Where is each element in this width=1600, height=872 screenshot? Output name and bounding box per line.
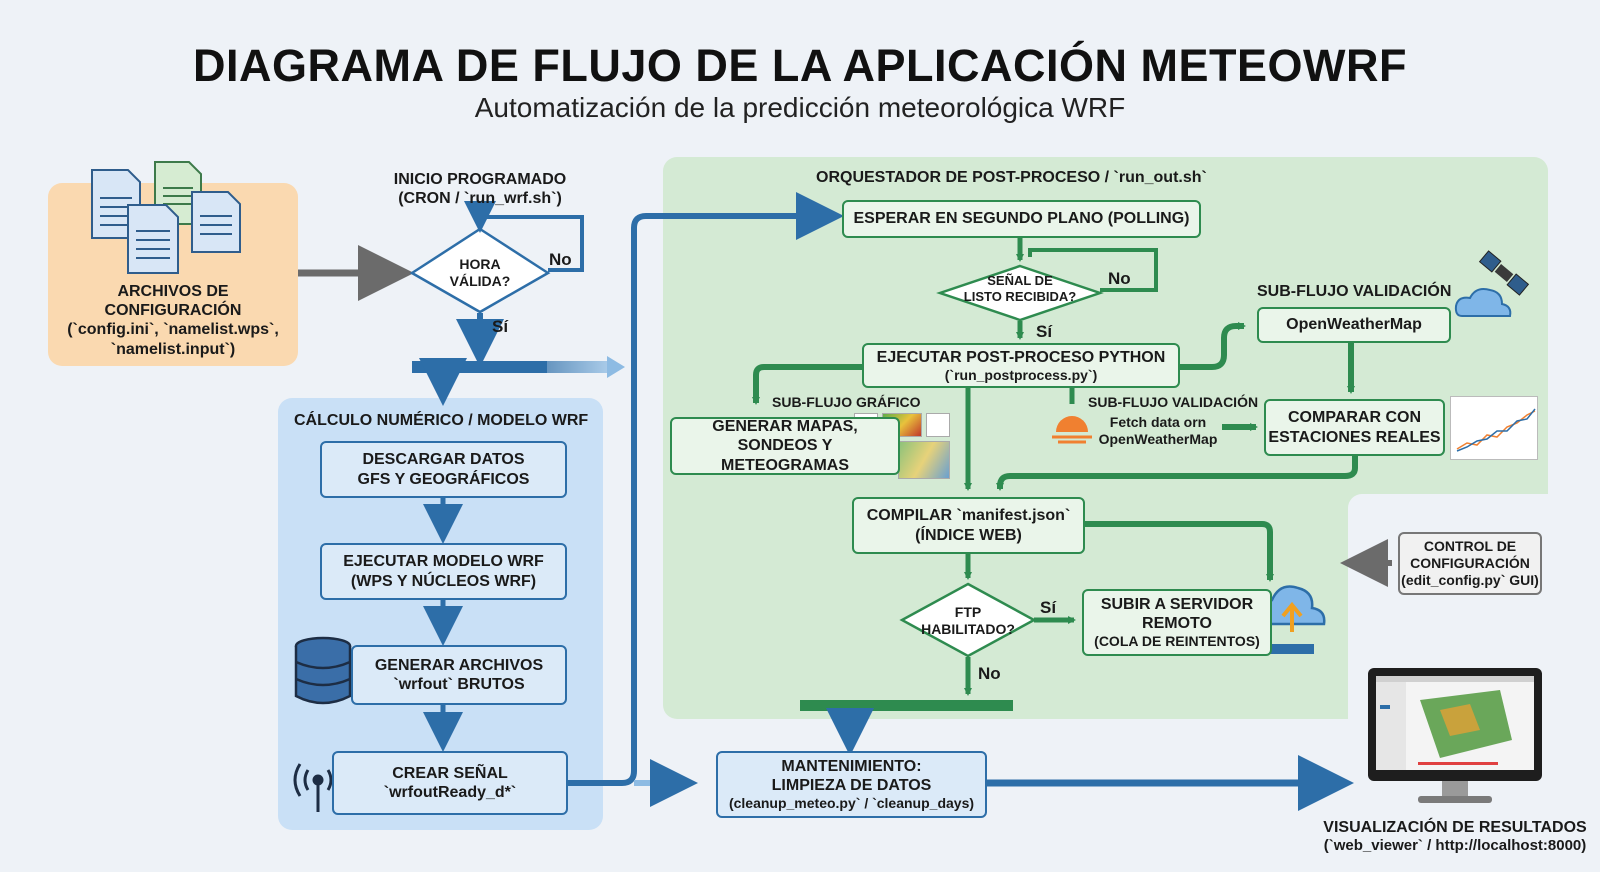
wrf-step-download-line2: GFS Y GEOGRÁFICOS xyxy=(357,470,530,488)
wrf-step-generate-line1: GENERAR ARCHIVOS xyxy=(374,656,544,674)
wrf-step-signal: CREAR SEÑAL `wrfoutReady_d*` xyxy=(332,751,568,815)
manifest-box: COMPILAR `manifest.json` (ÍNDICE WEB) xyxy=(852,497,1085,554)
antenna-icon xyxy=(293,763,343,812)
compare-box: COMPARAR CON ESTACIONES REALES xyxy=(1264,399,1445,456)
run-python-line2: (`run_postprocess.py`) xyxy=(944,366,1098,383)
post-section-title: ORQUESTADOR DE POST-PROCESO / `run_out.s… xyxy=(816,169,1207,186)
control-box: CONTROL DE CONFIGURACIÓN (edit_config.py… xyxy=(1398,532,1542,595)
compare-line2: ESTACIONES REALES xyxy=(1268,428,1441,446)
hora-valida-text: HORA VÁLIDA? xyxy=(430,256,530,290)
cloud-upload-icon xyxy=(1254,585,1326,654)
manifest-line2: (ÍNDICE WEB) xyxy=(915,526,1022,544)
maintenance-line1: MANTENIMIENTO: xyxy=(781,757,922,775)
monitor-icon xyxy=(1368,668,1542,803)
wrf-step-signal-line1: CREAR SEÑAL xyxy=(392,764,508,782)
comparison-chart-plot xyxy=(1456,408,1536,452)
cloud-icon xyxy=(1454,288,1512,317)
wrf-step-download-line1: DESCARGAR DATOS xyxy=(362,451,525,469)
maps-line1: GENERAR MAPAS, xyxy=(712,418,858,436)
satellite-icon xyxy=(1478,250,1530,296)
start-label: INICIO PROGRAMADO (CRON / `run_wrf.sh`) xyxy=(380,170,580,208)
wrf-step-generate-line2: `wrfout` BRUTOS xyxy=(393,676,525,693)
config-label-line3: (`config.ini`, `namelist.wps`, xyxy=(67,321,279,339)
hora-valida-line1: HORA xyxy=(459,256,501,272)
wrf-step-download: DESCARGAR DATOS GFS Y GEOGRÁFICOS xyxy=(320,441,567,498)
maintenance-line2: LIMPIEZA DE DATOS xyxy=(771,777,932,795)
wrf-section-title: CÁLCULO NUMÉRICO / MODELO WRF xyxy=(294,412,589,429)
signal-yes-label: Sí xyxy=(1036,322,1053,341)
ftp-diamond xyxy=(899,582,1037,658)
openweather-box: OpenWeatherMap xyxy=(1257,307,1451,343)
start-label-line1: INICIO PROGRAMADO xyxy=(393,171,567,188)
terrain-thumbnail xyxy=(898,441,950,479)
chart-thumbnail xyxy=(926,413,950,437)
config-label-line1: ARCHIVOS DE xyxy=(117,283,229,300)
hora-no-label: No xyxy=(549,250,572,269)
results-label: VISUALIZACIÓN DE RESULTADOS (`web_viewer… xyxy=(1310,818,1600,855)
wrf-step-run-line1: EJECUTAR MODELO WRF xyxy=(343,553,544,571)
ftp-no-label: No xyxy=(978,664,1001,683)
comparison-chart-thumbnail xyxy=(1450,396,1538,460)
control-line3: (edit_config.py` GUI) xyxy=(1401,571,1539,588)
signal-line2: LISTO RECIBIDA? xyxy=(963,288,1077,304)
signal-no-label: No xyxy=(1108,269,1131,288)
maintenance-box: MANTENIMIENTO: LIMPIEZA DE DATOS (cleanu… xyxy=(716,751,987,818)
maintenance-line3: (cleanup_meteo.py` / `cleanup_days) xyxy=(728,795,975,812)
database-icon xyxy=(294,636,352,705)
run-python-line1: EJECUTAR POST-PROCESO PYTHON xyxy=(876,348,1166,366)
control-line2: CONFIGURACIÓN xyxy=(1410,555,1530,572)
run-python-box: EJECUTAR POST-PROCESO PYTHON (`run_postp… xyxy=(862,343,1180,388)
page-title: DIAGRAMA DE FLUJO DE LA APLICACIÓN METEO… xyxy=(193,40,1407,91)
fetch-label: Fetch data orn OpenWeatherMap xyxy=(1088,414,1228,448)
upload-line1: SUBIR A SERVIDOR xyxy=(1100,595,1254,613)
upload-line2: REMOTO xyxy=(1142,615,1212,633)
ftp-yes-label: Sí xyxy=(1040,598,1057,617)
wrf-step-run: EJECUTAR MODELO WRF (WPS Y NÚCLEOS WRF) xyxy=(320,543,567,600)
upload-box: SUBIR A SERVIDOR REMOTO (COLA DE REINTEN… xyxy=(1082,589,1272,656)
compare-line1: COMPARAR CON xyxy=(1287,409,1422,427)
polling-box: ESPERAR EN SEGUNDO PLANO (POLLING) xyxy=(842,200,1201,238)
maps-box: GENERAR MAPAS, SONDEOS Y METEOGRAMAS xyxy=(670,417,900,475)
ftp-diamond-text: FTP HABILITADO? xyxy=(918,604,1018,638)
config-label: ARCHIVOS DE CONFIGURACIÓN (`config.ini`,… xyxy=(48,282,298,359)
validation-subflow-top: SUB-FLUJO VALIDACIÓN xyxy=(1257,283,1452,300)
wrf-step-signal-line2: `wrfoutReady_d*` xyxy=(383,784,517,801)
start-label-line2: (CRON / `run_wrf.sh`) xyxy=(398,190,562,208)
sunset-icon xyxy=(1052,416,1092,444)
hora-yes-label: Sí xyxy=(492,317,509,336)
upload-line3: (COLA DE REINTENTOS) xyxy=(1094,633,1260,650)
maps-line2: SONDEOS Y METEOGRAMAS xyxy=(721,437,849,474)
signal-diamond xyxy=(936,264,1104,322)
documents-icon xyxy=(91,161,241,274)
ftp-line1: FTP xyxy=(954,604,982,620)
graphic-subflow-label: SUB-FLUJO GRÁFICO xyxy=(772,394,921,410)
ftp-line2: HABILITADO? xyxy=(921,620,1015,637)
wrf-step-run-line2: (WPS Y NÚCLEOS WRF) xyxy=(350,572,537,590)
results-line2: (`web_viewer` / http://localhost:8000) xyxy=(1323,837,1587,855)
fetch-line2: OpenWeatherMap xyxy=(1098,430,1218,447)
signal-line1: SEÑAL DE xyxy=(987,273,1053,288)
config-label-line2: CONFIGURACIÓN xyxy=(104,302,242,320)
hora-valida-diamond xyxy=(409,227,551,314)
config-label-line4: `namelist.input`) xyxy=(110,340,236,358)
wrf-step-generate: GENERAR ARCHIVOS `wrfout` BRUTOS xyxy=(351,645,567,705)
results-line1: VISUALIZACIÓN DE RESULTADOS xyxy=(1323,819,1587,836)
control-line1: CONTROL DE xyxy=(1423,538,1517,555)
manifest-line1: COMPILAR `manifest.json` xyxy=(866,507,1071,525)
fetch-line1: Fetch data orn xyxy=(1109,414,1207,430)
signal-diamond-text: SEÑAL DE LISTO RECIBIDA? xyxy=(950,273,1090,304)
validation-subflow-mid: SUB-FLUJO VALIDACIÓN xyxy=(1088,394,1259,410)
page-subtitle: Automatización de la predicción meteorol… xyxy=(474,92,1126,123)
hora-valida-line2: VÁLIDA? xyxy=(449,272,511,289)
